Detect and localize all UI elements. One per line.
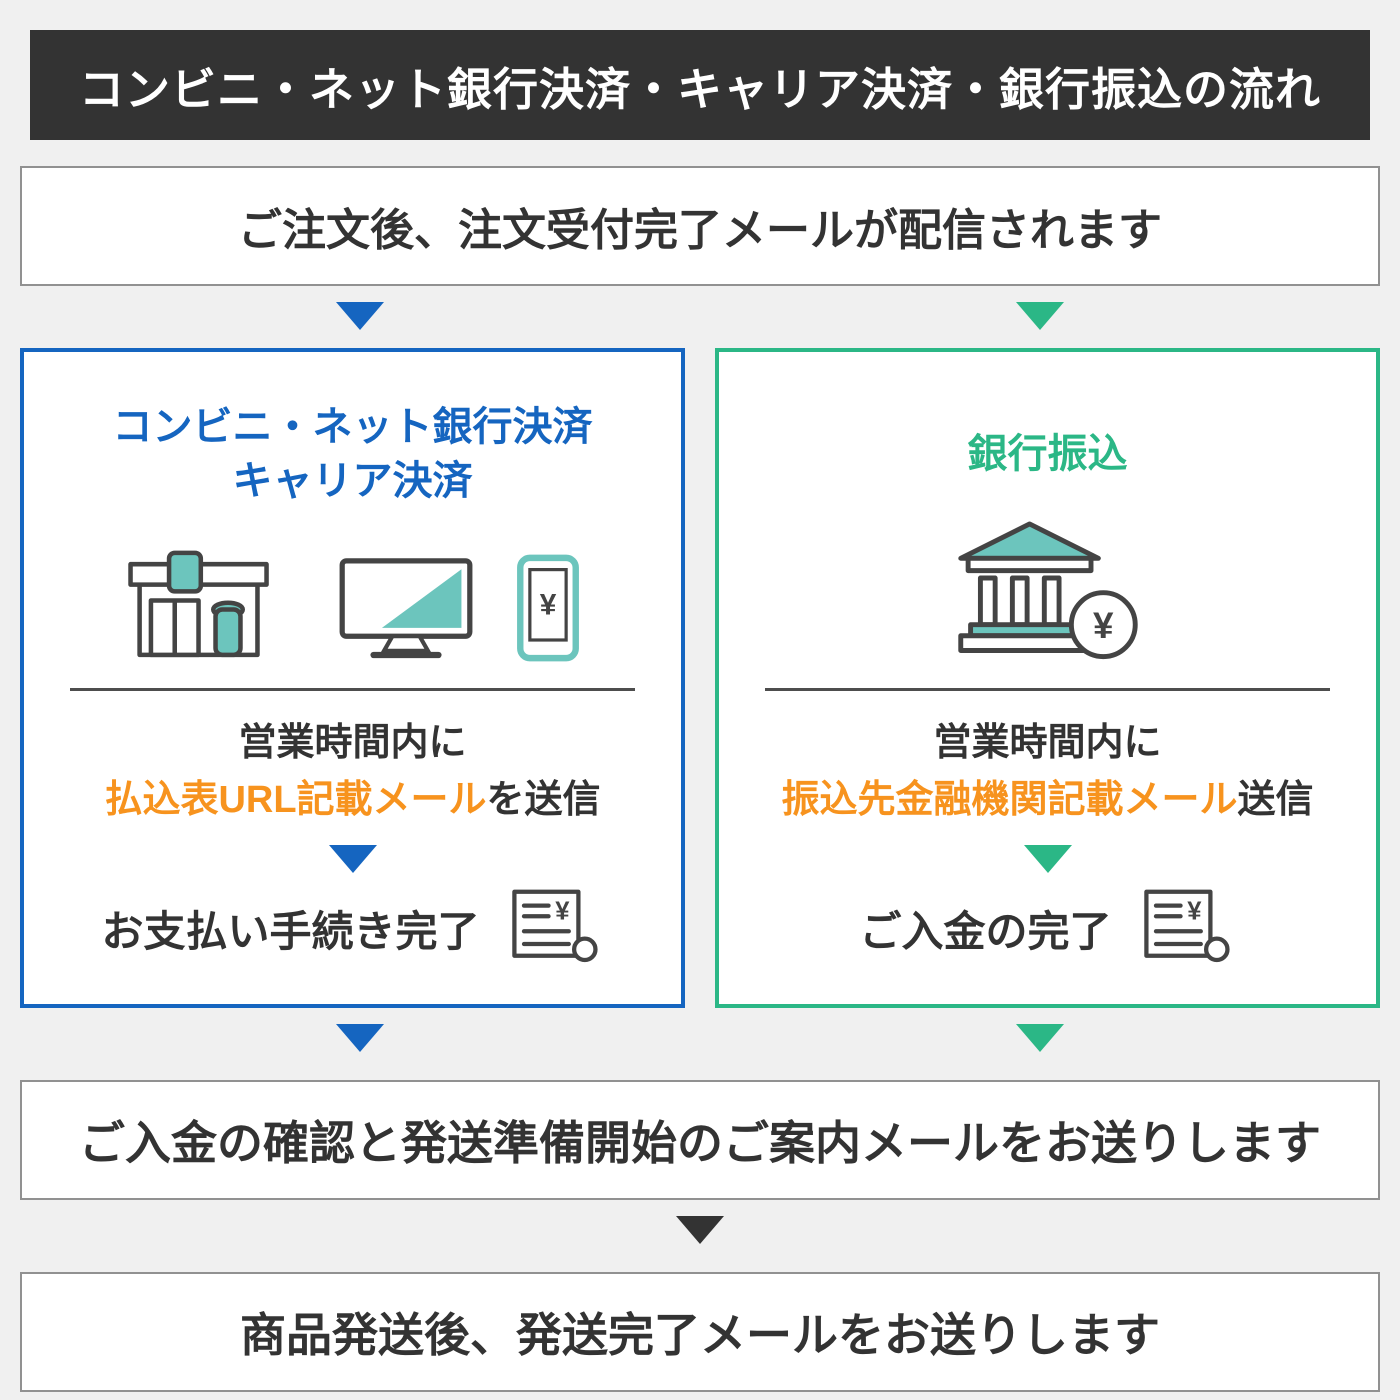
order-step-text: ご注文後、注文受付完了メールが配信されます: [238, 206, 1162, 255]
bank-panel-title: 銀行振込: [968, 398, 1128, 510]
bank-yen-glyph: ¥: [1093, 605, 1114, 646]
bank-arrow-down-icon: [1023, 845, 1072, 873]
header-bar: コンビニ・ネット銀行決済・キャリア決済・銀行振込の流れ: [30, 30, 1370, 140]
receipt-icon: ¥: [1143, 889, 1230, 963]
order-step-box: ご注文後、注文受付完了メールが配信されます: [20, 166, 1380, 286]
page-title: コンビニ・ネット銀行決済・キャリア決済・銀行振込の流れ: [78, 63, 1321, 115]
convenience-arrow-down-icon: [328, 845, 377, 873]
payment-method-columns: コンビニ・ネット銀行決済 キャリア決済: [20, 348, 1380, 1008]
receipt-yen-glyph: ¥: [1187, 897, 1202, 925]
smartphone-icon: ¥: [516, 554, 579, 662]
arrow-down-green-icon: [1016, 1024, 1064, 1052]
confirm-step-box: ご入金の確認と発送準備開始のご案内メールをお送りします: [20, 1080, 1380, 1200]
merge-arrow-left-cell: [20, 1024, 700, 1054]
merge-arrow-right-cell: [700, 1024, 1380, 1054]
receipt-yen-glyph: ¥: [555, 897, 570, 925]
arrow-down-dark-icon: [676, 1216, 724, 1244]
convenience-notice: 営業時間内に 払込表URL記載メールを送信: [104, 715, 600, 829]
bank-complete-row: ご入金の完了 ¥: [859, 885, 1235, 971]
bank-notice-suffix: 送信: [1237, 779, 1314, 821]
final-arrow-row: [0, 1216, 1400, 1246]
branch-arrow-row: [20, 302, 1380, 332]
receipt-icon: ¥: [511, 889, 598, 963]
bank-panel-title-text: 銀行振込: [967, 432, 1128, 476]
arrow-down-blue-icon: [336, 1024, 384, 1052]
bank-divider: [764, 688, 1330, 691]
bank-complete-text: ご入金の完了: [859, 907, 1112, 955]
convenience-icons-row: ¥: [126, 516, 580, 664]
bank-notice-line1: 営業時間内に: [933, 722, 1162, 764]
merge-arrow-row: [20, 1024, 1380, 1054]
branch-arrow-right-cell: [700, 302, 1380, 332]
convenience-payment-panel: コンビニ・ネット銀行決済 キャリア決済: [20, 348, 685, 1008]
convenience-panel-title: コンビニ・ネット銀行決済 キャリア決済: [113, 398, 593, 510]
convenience-complete-row: お支払い手続き完了 ¥: [101, 885, 603, 971]
bank-icons-row: ¥: [953, 516, 1143, 664]
bank-notice: 営業時間内に 振込先金融機関記載メール送信: [781, 715, 1313, 829]
confirm-step-text: ご入金の確認と発送準備開始のご案内メールをお送りします: [79, 1117, 1321, 1169]
convenience-notice-line1: 営業時間内に: [238, 722, 467, 764]
convenience-complete-text: お支払い手続き完了: [101, 907, 480, 955]
bank-icon: ¥: [957, 521, 1138, 660]
arrow-down-green-icon: [1016, 302, 1064, 330]
smartphone-yen-glyph: ¥: [539, 588, 556, 621]
branch-arrow-left-cell: [20, 302, 700, 332]
convenience-panel-title-line2: キャリア決済: [232, 459, 473, 503]
convenience-panel-title-line1: コンビニ・ネット銀行決済: [112, 405, 593, 449]
bank-notice-highlight: 振込先金融機関記載メール: [781, 779, 1238, 821]
store-icon: [127, 550, 269, 658]
convenience-notice-suffix: を送信: [486, 779, 601, 821]
convenience-notice-highlight: 払込表URL記載メール: [104, 779, 487, 821]
convenience-divider: [69, 688, 635, 691]
ship-step-box: 商品発送後、発送完了メールをお送りします: [20, 1272, 1380, 1392]
arrow-down-blue-icon: [336, 302, 384, 330]
ship-step-text: 商品発送後、発送完了メールをお送りします: [240, 1309, 1160, 1361]
bank-transfer-panel: 銀行振込 ¥: [715, 348, 1380, 1008]
monitor-icon: [339, 558, 472, 659]
